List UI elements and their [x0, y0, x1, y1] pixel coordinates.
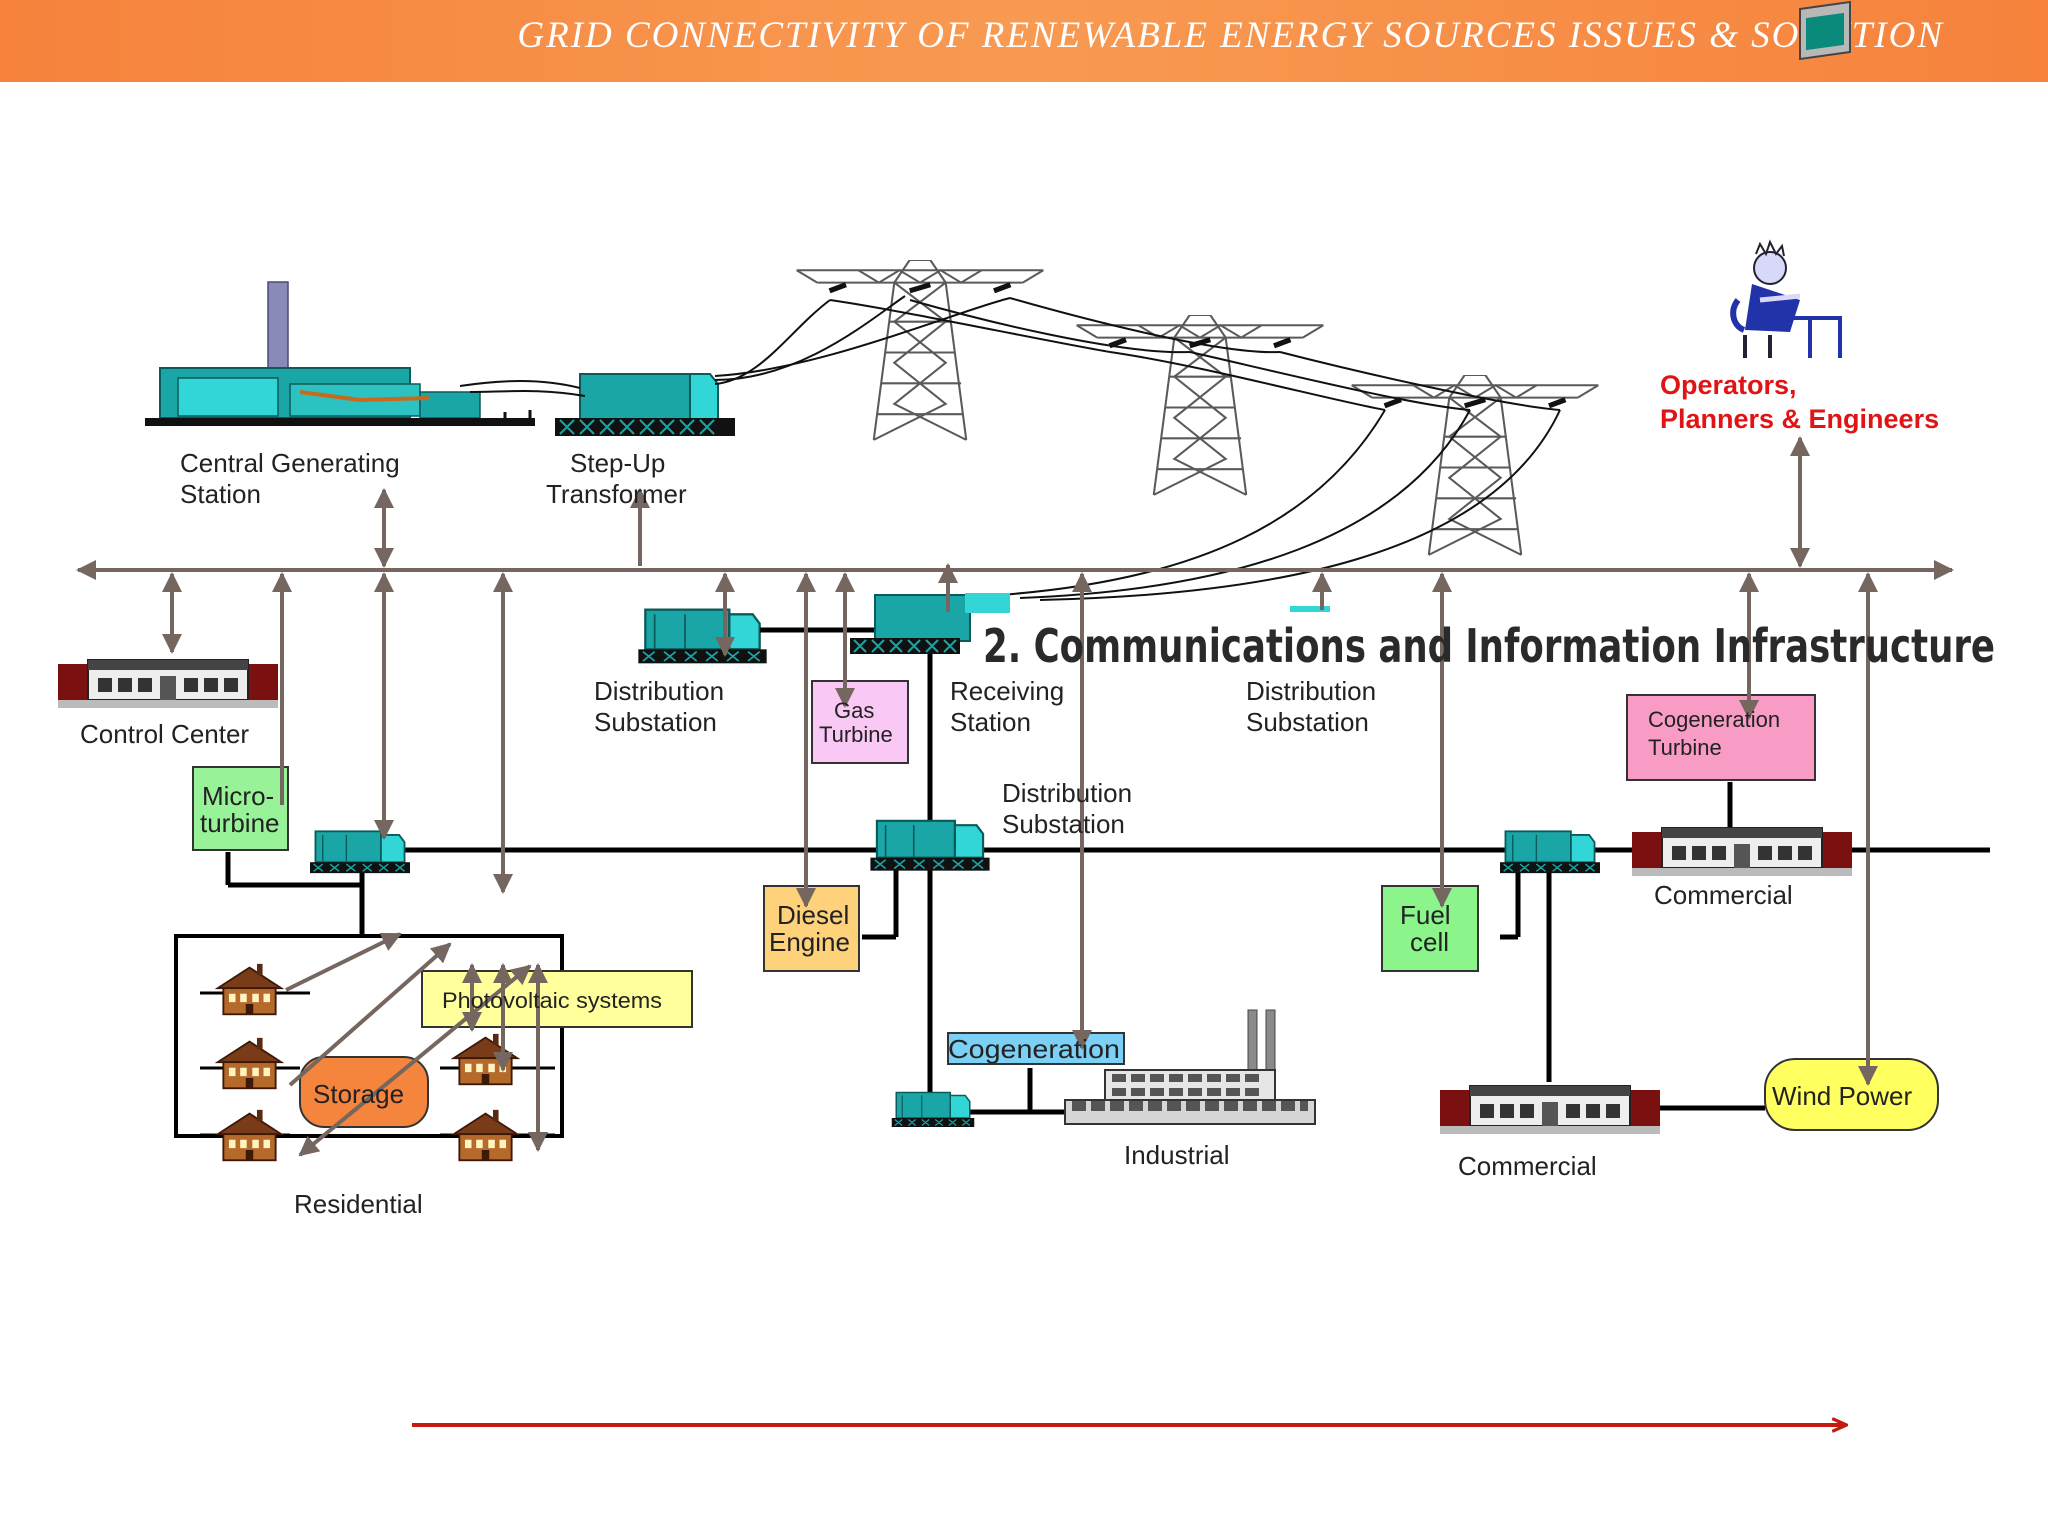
commercial-bottom-label: Commercial [1458, 1151, 1597, 1181]
residential-label: Residential [294, 1189, 423, 1219]
commercial-top-label: Commercial [1654, 880, 1793, 910]
distribution-substation-right-icon [1290, 606, 1330, 612]
wind-power-box [1764, 1058, 1939, 1131]
control-center-label: Control Center [80, 719, 249, 749]
industrial-factory-icon [1064, 1009, 1316, 1125]
cogeneration-box [947, 1032, 1125, 1065]
substation-commercial-icon [1500, 830, 1600, 875]
receiving-station-icon [850, 593, 1010, 654]
communications-banner: 2. Communications and Information Infras… [983, 619, 1995, 673]
cogeneration-turbine-box [1626, 694, 1816, 781]
header-title: GRID CONNECTIVITY OF RENEWABLE ENERGY SO… [517, 15, 1944, 56]
industrial-label: Industrial [1124, 1140, 1230, 1170]
storage-text: Storage [313, 1079, 404, 1109]
house-icon [452, 1108, 519, 1162]
house-icon [216, 1036, 283, 1090]
house-icon [216, 1108, 283, 1162]
photovoltaic-text: Photovoltaic systems [442, 988, 662, 1013]
step-up-transformer-icon [555, 373, 735, 436]
transmission-lines [714, 295, 1561, 601]
operator-icon [1730, 0, 1851, 358]
commercial-bottom-building-icon [1440, 1085, 1660, 1135]
header-bar: GRID CONNECTIVITY OF RENEWABLE ENERGY SO… [0, 0, 2048, 82]
cogeneration-text: Cogeneration [948, 1034, 1120, 1064]
distribution-substation-left-icon [637, 608, 768, 665]
fuel-cell-box [1381, 885, 1479, 972]
distribution-substation-mid-icon [869, 819, 991, 872]
central-generating-station-icon [145, 281, 535, 426]
transmission-tower-1-icon [797, 260, 1044, 440]
communication-arrows [162, 436, 1878, 1157]
wind-power-text: Wind Power [1772, 1081, 1912, 1111]
operators-label: Operators,Planners & Engineers [1660, 370, 1939, 434]
substation-residential-icon [310, 830, 410, 875]
substation-industrial-icon [890, 1091, 976, 1128]
commercial-top-building-icon [1632, 827, 1852, 877]
house-icon [216, 962, 283, 1016]
micro-turbine-text: Micro-turbine [200, 781, 280, 838]
micro-turbine-box [192, 766, 289, 851]
control-center-building-icon [58, 659, 278, 709]
transmission-tower-3-icon [1352, 375, 1599, 555]
gas-turbine-box [811, 680, 909, 764]
transmission-tower-2-icon [1077, 315, 1324, 495]
house-icon [452, 1032, 519, 1086]
